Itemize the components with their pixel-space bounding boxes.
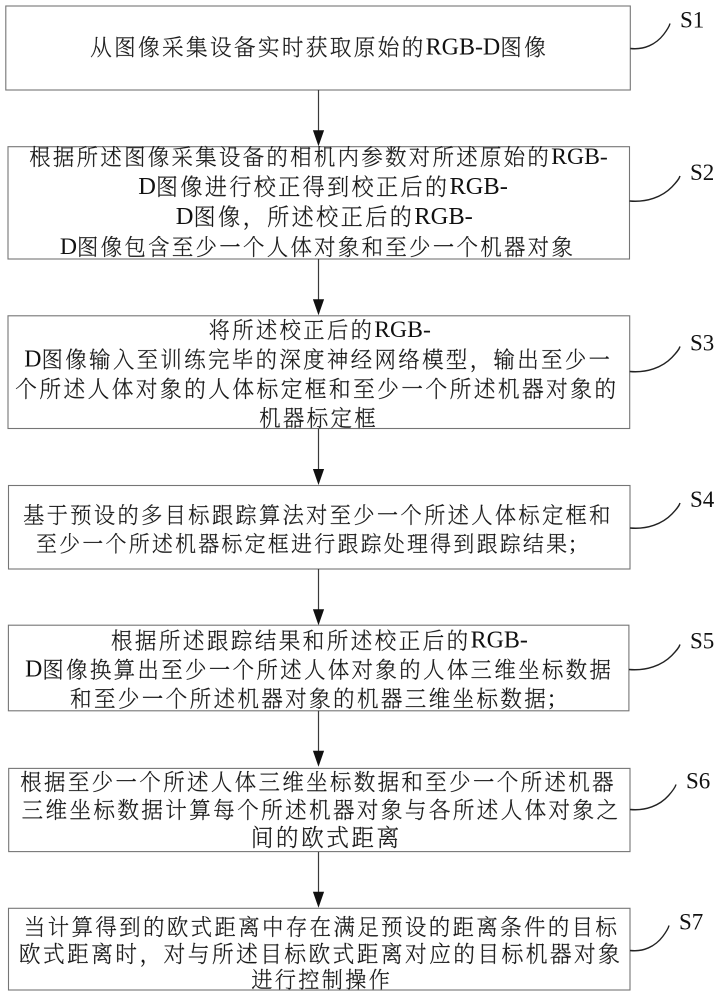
svg-text:D: D [138,173,156,200]
svg-text:D: D [60,234,77,260]
svg-text:S6: S6 [686,769,710,794]
svg-text:RGB-: RGB- [551,144,608,170]
svg-text:S5: S5 [690,629,714,654]
svg-text:S7: S7 [679,910,703,935]
svg-text:S2: S2 [690,160,714,185]
svg-text:D: D [176,203,194,230]
svg-text:S4: S4 [690,487,715,512]
svg-text:RGB-: RGB- [374,317,431,343]
svg-text:RGB-: RGB- [449,173,507,200]
svg-text:;: ; [569,531,575,557]
svg-text:S3: S3 [690,331,714,356]
svg-text:RGB-: RGB- [471,628,528,654]
svg-text:RGB-D: RGB-D [426,34,501,60]
svg-text:D: D [25,657,42,683]
svg-text:RGB-: RGB- [414,203,473,230]
svg-text:;: ; [548,686,555,712]
svg-text:S1: S1 [680,8,704,33]
svg-text:D: D [24,347,41,373]
